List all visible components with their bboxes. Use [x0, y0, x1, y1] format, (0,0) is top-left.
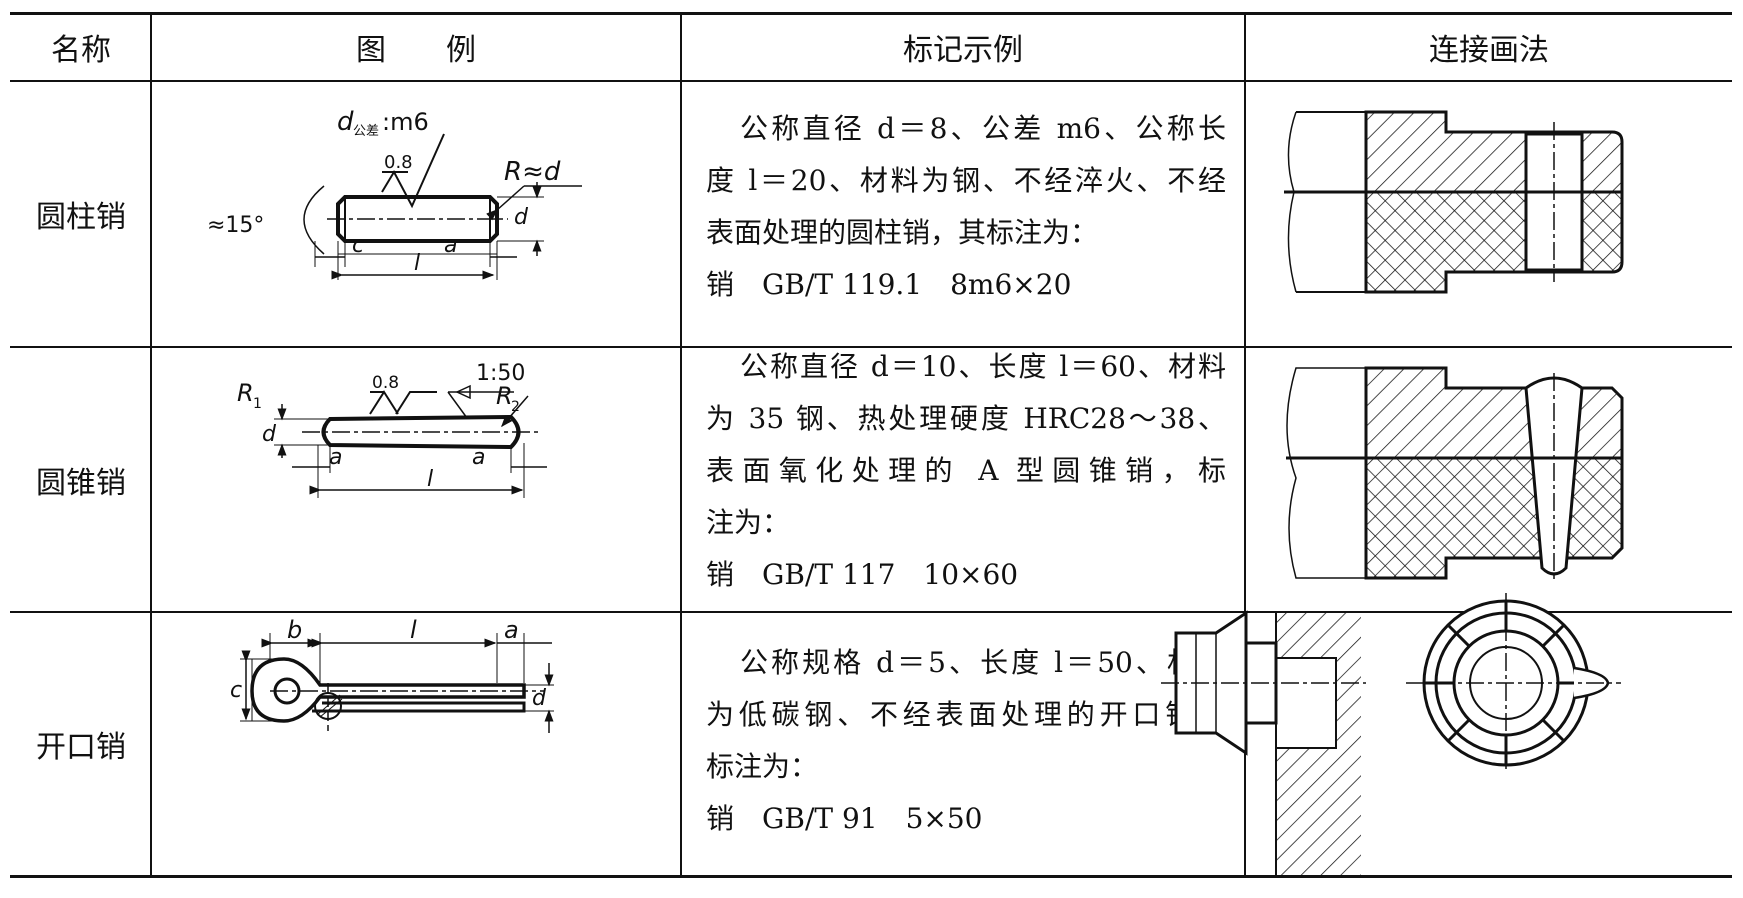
- cotter-pin-connection-drawing: [1161, 593, 1621, 875]
- tolerance-sub-label: 公差: [353, 124, 379, 139]
- dim-d-label: d: [532, 686, 547, 711]
- desc-line: 表面处理的圆柱销，其标注为：: [706, 216, 1099, 249]
- taper-pin-drawing: R 1 R 2 0.8 1:50 d a a l: [237, 361, 547, 498]
- taper-pin-connection-drawing: [1286, 366, 1624, 580]
- radius-r1-label: R: [237, 379, 254, 407]
- dim-a-left-label: a: [329, 445, 342, 470]
- desc-line: 公称直径 d＝10、长度 l＝60、材料: [740, 350, 1226, 383]
- dim-a-right-label: a: [472, 445, 485, 470]
- desc-line: 标注为：: [706, 750, 819, 783]
- tolerance-label-d: d: [337, 107, 354, 137]
- designation-code: 销 GB/T 119.1 8m6×20: [706, 268, 1072, 301]
- cylindrical-pin-connection-drawing: [1284, 110, 1624, 294]
- radius-r2-label: R: [496, 382, 513, 410]
- taper-label: 1:50: [476, 361, 525, 386]
- dim-l-label: l: [410, 616, 417, 644]
- angle-label: ≈15°: [207, 213, 264, 238]
- tolerance-value-label: :m6: [382, 108, 429, 136]
- designation-code: 销 GB/T 117 10×60: [706, 558, 1019, 591]
- radius-r1-sub: 1: [253, 396, 262, 412]
- row-name-cotter-pin: 开口销: [36, 730, 126, 765]
- dim-a-label: a: [444, 233, 457, 258]
- header-marking: 标记示例: [903, 33, 1023, 68]
- row-rule-2: [10, 611, 1732, 613]
- roughness-label: 0.8: [372, 373, 399, 393]
- dim-c-label: c: [352, 233, 364, 258]
- dim-d-label: d: [262, 422, 277, 447]
- table-bottom-rule: [10, 875, 1732, 878]
- row-name-taper-pin: 圆锥销: [36, 465, 126, 501]
- cylindrical-pin-drawing: d 公差 :m6 0.8 R≈d ≈15° c a l d: [207, 107, 582, 280]
- col-divider-2: [680, 14, 682, 877]
- cotter-pin-drawing: b l a c d: [230, 616, 554, 733]
- dim-c-label: c: [230, 678, 242, 703]
- desc-line: 度 l＝20、材料为钢、不经淬火、不经: [706, 164, 1226, 197]
- desc-line: 表面氧化处理的 A 型圆锥销，标: [706, 454, 1226, 487]
- row-name-cylindrical-pin: 圆柱销: [36, 200, 126, 235]
- table-top-rule: [10, 12, 1732, 15]
- desc-line: 公称直径 d＝8、公差 m6、公称长: [740, 112, 1226, 145]
- dim-b-label: b: [287, 616, 302, 644]
- dim-a-label: a: [504, 616, 519, 644]
- dim-l-label: l: [427, 467, 433, 492]
- col-divider-3: [1244, 14, 1246, 877]
- desc-line: 公称规格 d＝5、长度 l＝50、材料: [740, 646, 1226, 679]
- roughness-label: 0.8: [384, 152, 413, 173]
- col-divider-1: [150, 14, 152, 877]
- header-figure: 图 例: [356, 33, 476, 68]
- radius-label: R≈d: [504, 157, 561, 187]
- designation-code: 销 GB/T 91 5×50: [706, 802, 983, 835]
- radius-r2-sub: 2: [511, 399, 520, 415]
- desc-line: 为 35 钢、热处理硬度 HRC28～38、: [706, 402, 1226, 435]
- header-rule: [10, 80, 1732, 82]
- header-connection: 连接画法: [1429, 33, 1549, 68]
- desc-line: 注为：: [706, 506, 791, 539]
- marking-taper-pin: 公称直径 d＝10、长度 l＝60、材料 为 35 钢、热处理硬度 HRC28～…: [706, 341, 1226, 601]
- header-name: 名称: [51, 33, 111, 68]
- marking-cotter-pin: 公称规格 d＝5、长度 l＝50、材料 为低碳钢、不经表面处理的开口销， 标注为…: [706, 637, 1226, 845]
- desc-line: 为低碳钢、不经表面处理的开口销，: [706, 698, 1226, 731]
- marking-cylindrical-pin: 公称直径 d＝8、公差 m6、公称长 度 l＝20、材料为钢、不经淬火、不经 表…: [706, 103, 1226, 311]
- row-rule-1: [10, 346, 1732, 348]
- dim-d-label: d: [514, 205, 529, 230]
- dim-l-label: l: [414, 251, 420, 276]
